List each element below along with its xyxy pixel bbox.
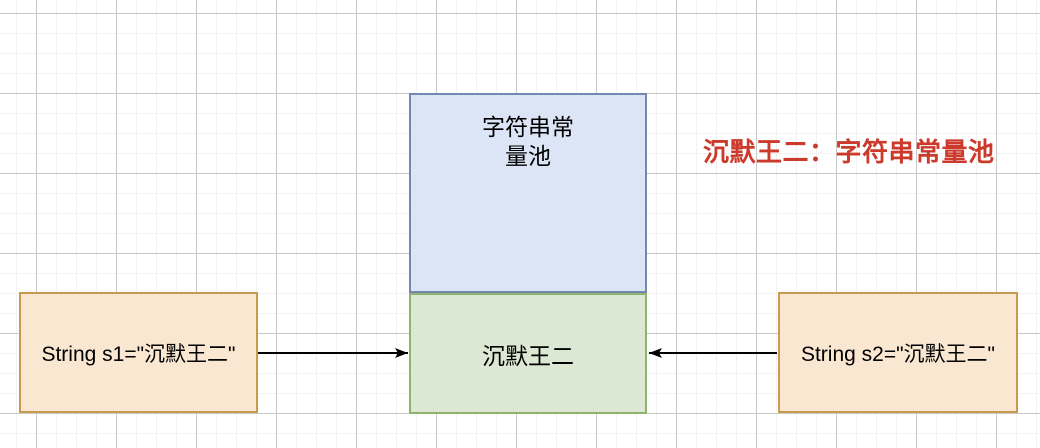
annotation-text: 沉默王二：字符串常量池 xyxy=(703,137,995,167)
s2-code-label: String s2="沉默王二" xyxy=(800,342,996,366)
arrow-s2-to-pool[interactable] xyxy=(646,343,780,363)
string-pool-box[interactable]: 字符串常 量池 xyxy=(409,93,647,293)
pooled-string-box[interactable]: 沉默王二 xyxy=(409,293,647,414)
arrow-s1-to-pool[interactable] xyxy=(256,343,412,363)
s1-code-label: String s1="沉默王二" xyxy=(41,342,236,366)
pooled-string-label: 沉默王二 xyxy=(482,342,574,369)
string-pool-label: 字符串常 量池 xyxy=(482,114,574,169)
s2-declaration-box[interactable]: String s2="沉默王二" xyxy=(778,292,1018,413)
s1-declaration-box[interactable]: String s1="沉默王二" xyxy=(19,292,258,413)
